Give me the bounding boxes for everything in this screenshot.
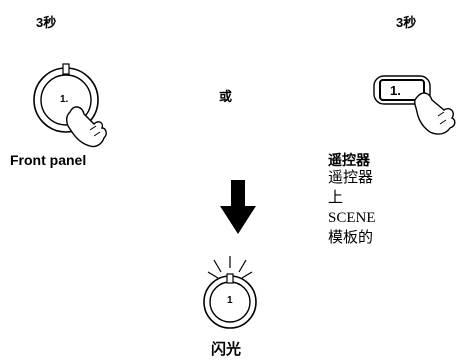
remote-title: 遥控器 [328,152,370,168]
flashing-knob-icon [203,256,257,329]
right-duration-label: 3秒 [396,15,417,30]
remote-desc-line-1: 遥控器 [328,170,374,186]
remote-desc-line-3: SCENE [328,210,376,226]
front-panel-knob-icon [33,63,107,148]
front-panel-knob-number: 1. [60,94,69,105]
down-arrow-icon [220,180,256,234]
or-label: 或 [219,89,233,104]
remote-desc-line-2: 上 [328,190,344,206]
remote-button-icon [373,75,456,135]
flashing-knob-number: 1 [227,295,233,306]
remote-desc-line-4: 模板的 [328,230,374,246]
remote-description: 遥控器 上 SCENE 模板的 [328,168,376,248]
front-panel-caption: Front panel [10,152,87,168]
remote-button-number: 1. [390,83,401,98]
left-duration-label: 3秒 [36,15,57,30]
flash-caption: 闪光 [211,341,242,358]
